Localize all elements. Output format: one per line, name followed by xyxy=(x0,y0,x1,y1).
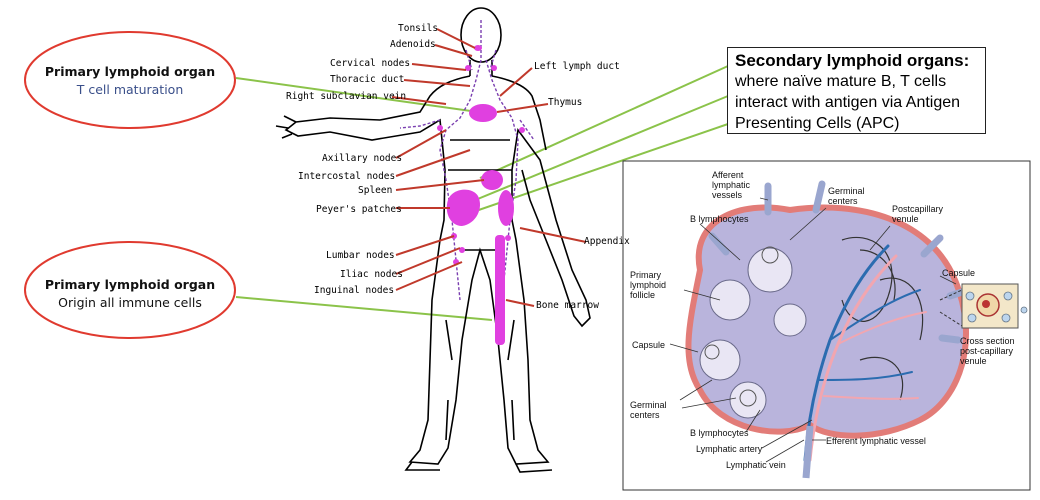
label-capsule-left: Capsule xyxy=(632,340,666,350)
label-capsule-right: Capsule xyxy=(942,268,976,278)
label-germinal-centers-top: Germinal centers xyxy=(828,186,865,206)
label-spleen: Spleen xyxy=(358,185,393,196)
ellipse-thymus-callout xyxy=(24,31,236,129)
label-afferent-vessels: Afferent lymphatic vessels xyxy=(712,170,751,200)
label-efferent-vessel: Efferent lymphatic vessel xyxy=(826,436,926,446)
lymph-node-dots xyxy=(437,65,525,265)
marrow-callout-subtitle: Origin all immune cells xyxy=(58,295,202,310)
label-axillary-nodes: Axillary nodes xyxy=(322,153,403,164)
tonsil-shape xyxy=(474,45,482,51)
label-appendix: Appendix xyxy=(584,236,630,247)
label-thymus: Thymus xyxy=(548,97,583,108)
label-b-lymphocytes-bottom: B lymphocytes xyxy=(690,428,749,438)
label-lymphatic-vein: Lymphatic vein xyxy=(726,460,786,470)
label-b-lymphocytes-top: B lymphocytes xyxy=(690,214,749,224)
label-inguinal-nodes: Inguinal nodes xyxy=(314,285,395,296)
femur-marrow-shape xyxy=(495,235,505,345)
ellipse-marrow-callout xyxy=(24,241,236,339)
human-body-figure xyxy=(275,7,591,473)
label-adenoids: Adenoids xyxy=(390,39,436,50)
label-lymphatic-artery: Lymphatic artery xyxy=(696,444,763,454)
thymus-shape xyxy=(469,104,497,122)
secondary-box-title: Secondary lymphoid organs: xyxy=(735,51,970,70)
marrow-callout: Primary lymphoid organ Origin all immune… xyxy=(35,277,225,310)
lymph-node-illustration xyxy=(669,180,1028,479)
lymphoid-organs xyxy=(446,45,514,345)
marrow-callout-title: Primary lymphoid organ xyxy=(44,277,216,292)
label-thoracic-duct: Thoracic duct xyxy=(330,74,405,85)
peyers-patches-shape xyxy=(446,189,481,226)
label-tonsils: Tonsils xyxy=(398,23,439,34)
label-germinal-centers-bottom: Germinal centers xyxy=(630,400,667,420)
label-cervical-nodes: Cervical nodes xyxy=(330,58,411,69)
label-iliac-nodes: Iliac nodes xyxy=(340,269,403,280)
label-cross-section: Cross section post-capillary venule xyxy=(960,336,1015,366)
label-postcapillary-venule: Postcapillary venule xyxy=(892,204,944,224)
thymus-callout-title: Primary lymphoid organ xyxy=(44,64,216,79)
label-right-subclavian-vein: Right subclavian vein xyxy=(286,91,407,102)
label-peyers-patches: Peyer's patches xyxy=(316,204,402,215)
label-lumbar-nodes: Lumbar nodes xyxy=(326,250,395,261)
spleen-shape xyxy=(481,170,503,190)
appendix-shape xyxy=(498,190,514,226)
thymus-callout: Primary lymphoid organ T cell maturation xyxy=(35,64,225,97)
label-primary-follicle: Primary lymphoid follicle xyxy=(630,270,667,300)
secondary-lymphoid-box: Secondary lymphoid organs: where naïve m… xyxy=(727,47,986,134)
label-bone-marrow: Bone marrow xyxy=(536,300,599,311)
secondary-box-body: where naïve mature B, T cells interact w… xyxy=(735,73,961,132)
red-pointer-lines xyxy=(391,28,587,307)
thymus-callout-subtitle: T cell maturation xyxy=(76,82,184,97)
label-intercostal-nodes: Intercostal nodes xyxy=(298,171,396,182)
label-left-lymph-duct: Left lymph duct xyxy=(534,61,620,72)
